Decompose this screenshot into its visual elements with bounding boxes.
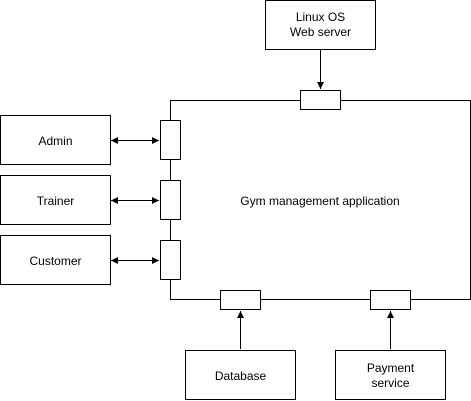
admin-label: Admin — [38, 134, 72, 148]
admin-port — [160, 120, 181, 160]
customer-label: Customer — [29, 254, 81, 268]
trainer-box — [0, 175, 111, 225]
app-container — [170, 100, 471, 300]
server-port — [300, 90, 341, 110]
server-box — [265, 0, 376, 50]
payment-box — [335, 350, 446, 400]
trainer-label: Trainer — [37, 194, 75, 208]
payment-label-line2: service — [371, 376, 409, 390]
server-label-line1: Linux OS — [296, 10, 345, 24]
database-label: Database — [215, 369, 267, 383]
trainer-port — [160, 180, 181, 220]
database-box — [185, 350, 296, 400]
customer-box — [0, 235, 111, 285]
server-label-line2: Web server — [290, 25, 351, 39]
customer-port — [160, 240, 181, 280]
app-label: Gym management application — [240, 194, 399, 208]
payment-label-line1: Payment — [367, 361, 415, 375]
database-port — [220, 290, 261, 310]
payment-port — [370, 290, 411, 310]
admin-box — [0, 115, 111, 165]
